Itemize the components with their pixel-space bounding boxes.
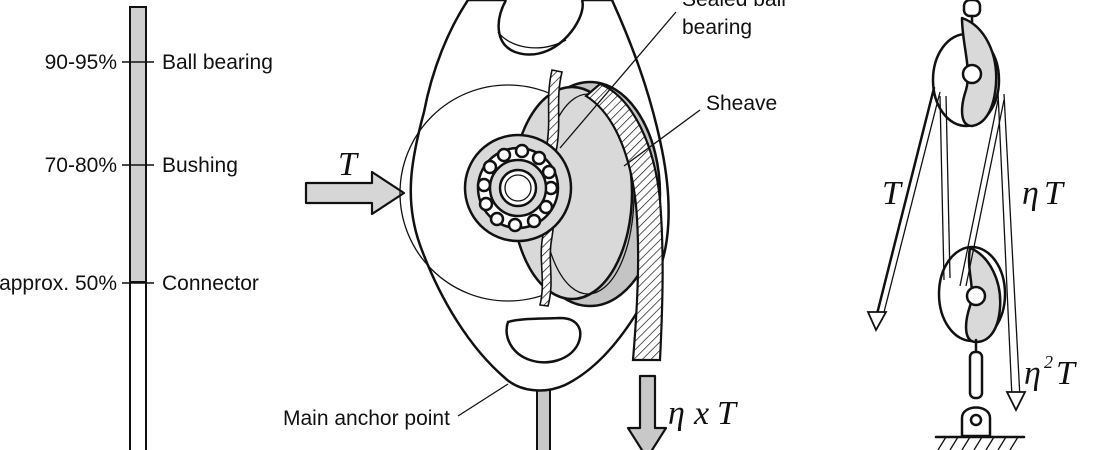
output-symbol-t: T	[717, 395, 738, 432]
output-symbol-eta: η	[668, 395, 685, 432]
rope-input	[874, 86, 936, 320]
bearing-balls	[476, 143, 559, 233]
scale-value-bushing: 70-80%	[45, 154, 117, 177]
scale-value-ball-bearing: 90-95%	[45, 51, 117, 74]
system-right-symbol-t: T	[1044, 175, 1065, 212]
label-main-anchor-point: Main anchor point	[283, 407, 450, 430]
system-bottom-symbol-t: T	[1056, 355, 1077, 392]
scale-label-bushing: Bushing	[162, 154, 238, 177]
top-attachment-hole	[497, 0, 584, 56]
output-symbol-x: x	[693, 395, 709, 432]
scale-bar-white	[129, 281, 147, 450]
scale-tick-ball-bearing: 90-95% Ball bearing	[45, 51, 273, 74]
rope-output	[997, 91, 1013, 399]
pulley-system: T η T η 2 T	[866, 0, 1077, 450]
system-bottom-symbol-eta: η	[1024, 355, 1041, 392]
label-sheave: Sheave	[706, 92, 777, 115]
output-force-arrow: η x T	[626, 374, 738, 450]
system-left-symbol: T	[882, 175, 903, 212]
scale-bar-grey	[129, 6, 147, 283]
label-sealed-ball: Sealed ball	[682, 0, 786, 11]
scale-tick-connector: approx. 50% Connector	[0, 272, 259, 295]
scale-tick-bushing: 70-80% Bushing	[45, 154, 238, 177]
system-bottom-exponent: 2	[1044, 352, 1053, 372]
ground-anchor	[934, 435, 1026, 450]
pulley-cutaway: T	[283, 0, 786, 450]
rope-to-bottom-right	[959, 99, 999, 287]
running-rope	[584, 82, 664, 362]
efficiency-scale: 90-95% Ball bearing 70-80% Bushing appro…	[0, 6, 273, 450]
system-right-symbol-eta: η	[1022, 175, 1039, 212]
rope-middle	[939, 95, 945, 281]
anchor-chain	[960, 338, 992, 438]
input-force-symbol: T	[338, 146, 359, 183]
scale-label-ball-bearing: Ball bearing	[162, 51, 273, 74]
ball-bearing	[463, 133, 573, 243]
label-bearing: bearing	[682, 16, 752, 39]
input-force-arrow: T	[304, 146, 406, 216]
scale-label-connector: Connector	[162, 272, 259, 295]
bottom-pulley	[937, 245, 1007, 344]
scale-value-connector: approx. 50%	[0, 272, 117, 295]
top-pulley	[931, 16, 1001, 128]
anchor-hole	[505, 316, 582, 364]
